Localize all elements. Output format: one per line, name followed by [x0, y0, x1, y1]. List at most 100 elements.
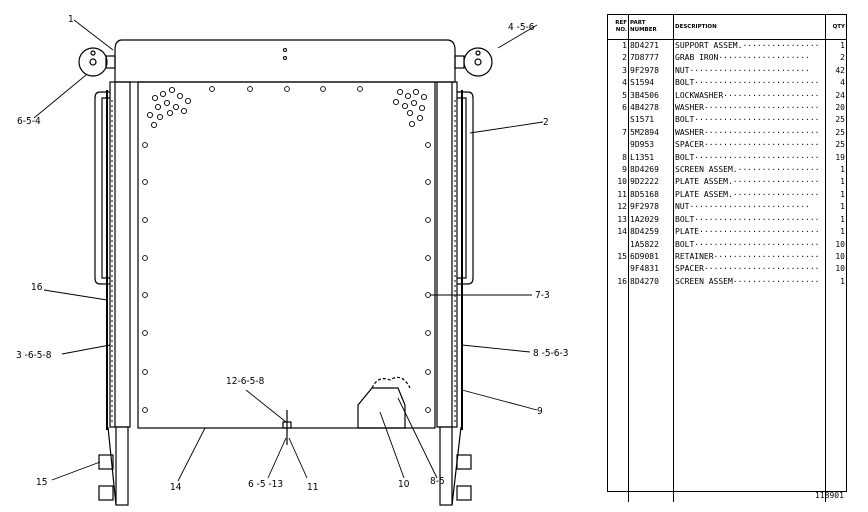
- callout-14: 14: [170, 482, 182, 493]
- ref-cell: 16: [608, 275, 629, 289]
- qty-cell: 19: [835, 152, 845, 162]
- callout-654: 6-5-4: [17, 116, 41, 127]
- right-ear: [463, 47, 493, 77]
- qty-cell: 25: [835, 127, 845, 137]
- description-cell: PLATE ASSEM. ··················: [673, 188, 826, 202]
- ref-cell: 7: [608, 126, 629, 140]
- description-cell: GRAB IRON ···················: [673, 52, 826, 65]
- description-cell: RETAINER ······················: [673, 250, 826, 264]
- part-number-cell: 1A5822: [628, 238, 674, 251]
- description-cell: SUPPORT ASSEM. ················: [673, 39, 826, 53]
- right-channel: [436, 81, 458, 428]
- parts-diagram: 1 4 -5-6 6-5-4 2 16 7-3 3 -6-5-8 8 -5-6-…: [16, 14, 569, 506]
- description-cell: BOLT ··························: [673, 151, 826, 165]
- description-cell: WASHER ························: [673, 102, 826, 115]
- header-ref: REF NO.: [608, 15, 629, 40]
- ref-cell: [608, 238, 629, 251]
- callout-73: 7-3: [535, 290, 550, 301]
- part-number-cell: 1A2029: [628, 213, 674, 227]
- main-frame: [137, 81, 436, 429]
- ref-cell: 8: [608, 151, 629, 165]
- part-number-cell: S1594: [628, 77, 674, 90]
- drawing-number: 118901: [815, 491, 844, 500]
- ref-cell: [608, 114, 629, 127]
- ref-cell: 10: [608, 176, 629, 189]
- ref-cell: 3: [608, 64, 629, 78]
- part-number-cell: 8D4259: [628, 226, 674, 239]
- filler-cell: [673, 288, 826, 503]
- part-number-cell: L1351: [628, 151, 674, 165]
- part-number-cell: 8D4271: [628, 39, 674, 53]
- qty-cell: 1: [840, 202, 845, 212]
- ref-cell: 4: [608, 77, 629, 90]
- qty-cell: 4: [840, 78, 845, 88]
- description-cell: PLATE ASSEM. ··················: [673, 176, 826, 189]
- qty-cell: 1: [840, 214, 845, 224]
- left-leg: [115, 426, 129, 506]
- qty-cell: 25: [835, 115, 845, 125]
- cover-plate: [357, 387, 406, 429]
- ref-cell: [608, 263, 629, 276]
- description-cell: BOLT ··························: [673, 114, 826, 127]
- description-cell: SPACER ························: [673, 139, 826, 152]
- table-filler: [608, 288, 847, 503]
- qty-cell: 1: [840, 227, 845, 237]
- top-cap: [114, 39, 456, 83]
- right-grab-iron-inner: [457, 97, 467, 279]
- right-grab-iron: [457, 91, 474, 285]
- qty-cell: 2: [840, 53, 845, 63]
- qty-cell: 1: [840, 276, 845, 286]
- qty-cell: 1: [840, 189, 845, 199]
- left-ear: [78, 47, 108, 77]
- filler-cell: [826, 288, 847, 502]
- part-number-cell: 8D5168: [628, 188, 674, 202]
- filler-cell: [628, 288, 674, 503]
- callout-2: 2: [543, 117, 549, 128]
- part-number-cell: 7D8777: [628, 52, 674, 65]
- qty-cell: 24: [835, 90, 845, 100]
- description-cell: SCREEN ASSEM. ·················: [673, 164, 826, 177]
- qty-cell: 42: [835, 65, 845, 75]
- ref-cell: 1: [608, 39, 629, 53]
- description-cell: SCREEN ASSEM ··················: [673, 275, 826, 289]
- part-number-cell: 9F2978: [628, 201, 674, 214]
- ref-cell: 9: [608, 164, 629, 177]
- qty-cell: 25: [835, 140, 845, 150]
- part-number-cell: S1571: [628, 114, 674, 127]
- header-qty: QTY: [825, 15, 846, 40]
- qty-cell: 10: [835, 239, 845, 249]
- callout-456: 4 -5-6: [508, 22, 535, 33]
- part-number-cell: 8D4269: [628, 164, 674, 177]
- ref-cell: 14: [608, 226, 629, 239]
- callout-12658: 12-6-5-8: [226, 376, 265, 387]
- part-number-cell: 9F4831: [628, 263, 674, 276]
- callout-1: 1: [68, 14, 74, 25]
- description-cell: SPACER ························: [673, 263, 826, 276]
- callout-16: 16: [31, 282, 43, 293]
- ref-cell: 6: [608, 102, 629, 115]
- callout-3658: 3 -6-5-8: [16, 350, 52, 361]
- left-grab-iron: [94, 91, 110, 285]
- ref-cell: 2: [608, 52, 629, 65]
- callout-85: 8-5: [430, 476, 445, 487]
- description-cell: LOCKWASHER ····················: [673, 89, 826, 103]
- ref-cell: [608, 139, 629, 152]
- ref-cell: 15: [608, 250, 629, 264]
